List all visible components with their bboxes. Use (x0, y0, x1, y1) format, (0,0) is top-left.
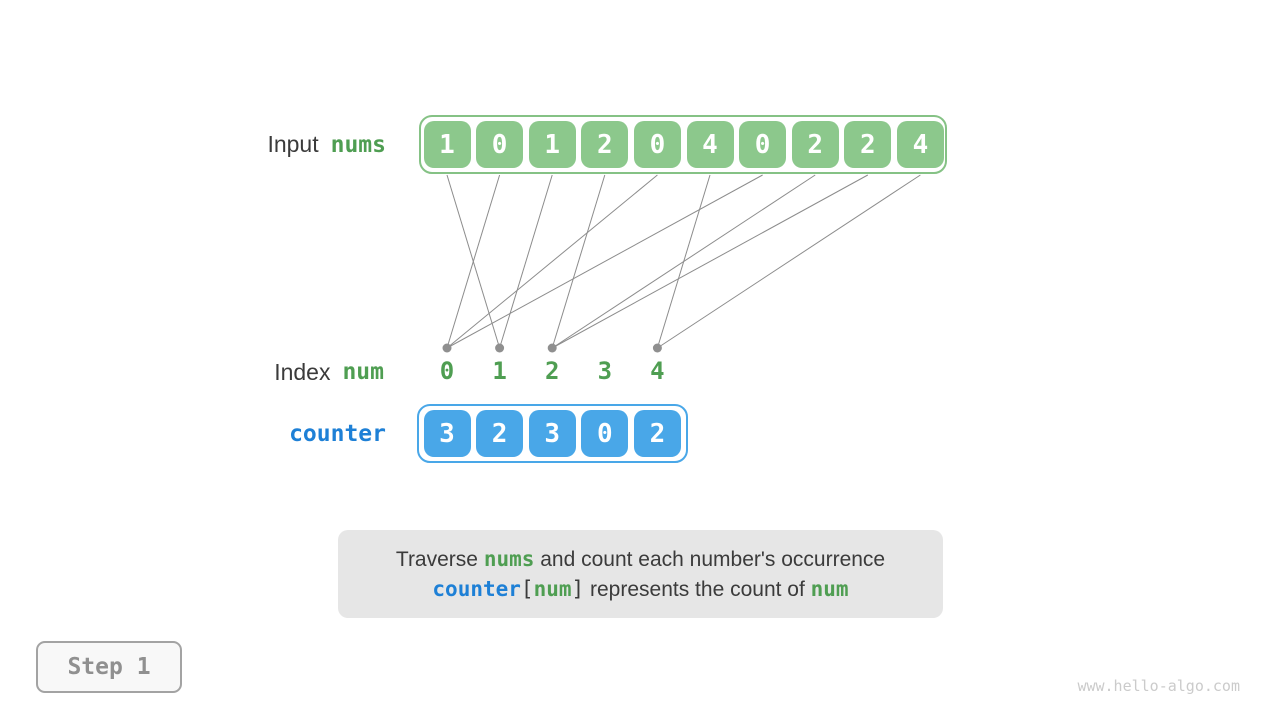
index-digit: 4 (650, 357, 665, 385)
step-badge: Step 1 (36, 641, 182, 693)
index-digit: 3 (597, 357, 613, 385)
mapping-line (551, 174, 869, 349)
step-badge-label: Step 1 (67, 654, 151, 680)
nums-cell: 2 (581, 121, 629, 168)
nums-cell: 0 (739, 121, 787, 168)
counter-cell: 0 (581, 410, 629, 457)
mapping-line (551, 174, 606, 349)
index-digit: 0 (439, 357, 455, 385)
nums-cell: 2 (791, 121, 839, 168)
counter-cell: 2 (633, 410, 681, 457)
nums-cell: 1 (528, 121, 576, 168)
counter-row-label: counter (200, 404, 386, 463)
caption-segment: represents the count of (584, 577, 811, 601)
caption-segment: num (810, 576, 849, 601)
nums-cell: 1 (423, 121, 471, 168)
mapping-line (657, 174, 921, 349)
index-digit: 2 (544, 357, 560, 385)
input-label: Input (267, 131, 319, 157)
index-dot (547, 343, 557, 353)
mapping-line (446, 174, 658, 349)
counter-cell: 3 (528, 410, 576, 457)
caption-segment: num (533, 576, 572, 601)
index-row-label: Index num (200, 352, 384, 392)
caption-segment: [ (520, 576, 534, 601)
num-label: num (342, 359, 384, 385)
mapping-line (446, 174, 763, 349)
mapping-line (499, 174, 553, 349)
counter-cell: 3 (423, 410, 471, 457)
nums-cell: 4 (896, 121, 944, 168)
caption-segment: nums (483, 546, 535, 571)
caption-line-1: Traverse nums and count each number's oc… (396, 547, 885, 572)
caption-segment: and count each number's occurrence (534, 547, 886, 571)
nums-row-label: Input nums (200, 115, 386, 174)
index-dot (652, 343, 662, 353)
watermark: www.hello-algo.com (1077, 677, 1240, 695)
index-digit: 1 (492, 357, 507, 385)
mapping-line (656, 174, 711, 349)
mapping-line (446, 174, 501, 349)
nums-label: nums (330, 131, 386, 158)
mapping-line (551, 174, 816, 349)
nums-cell: 0 (476, 121, 524, 168)
nums-cell: 4 (686, 121, 734, 168)
nums-cell: 0 (633, 121, 681, 168)
caption-line-2: counter[num] represents the count of num (432, 577, 848, 602)
index-dot (495, 343, 505, 353)
caption-segment: Traverse (395, 547, 484, 571)
caption-segment: counter (432, 576, 521, 601)
index-label: Index (274, 358, 331, 385)
index-dot (442, 343, 452, 353)
mapping-line (446, 174, 501, 349)
caption-segment: ] (571, 576, 585, 601)
caption-box: Traverse nums and count each number's oc… (338, 530, 943, 618)
counter-cell: 2 (476, 410, 524, 457)
nums-cell: 2 (844, 121, 892, 168)
counter-label: counter (289, 420, 386, 447)
